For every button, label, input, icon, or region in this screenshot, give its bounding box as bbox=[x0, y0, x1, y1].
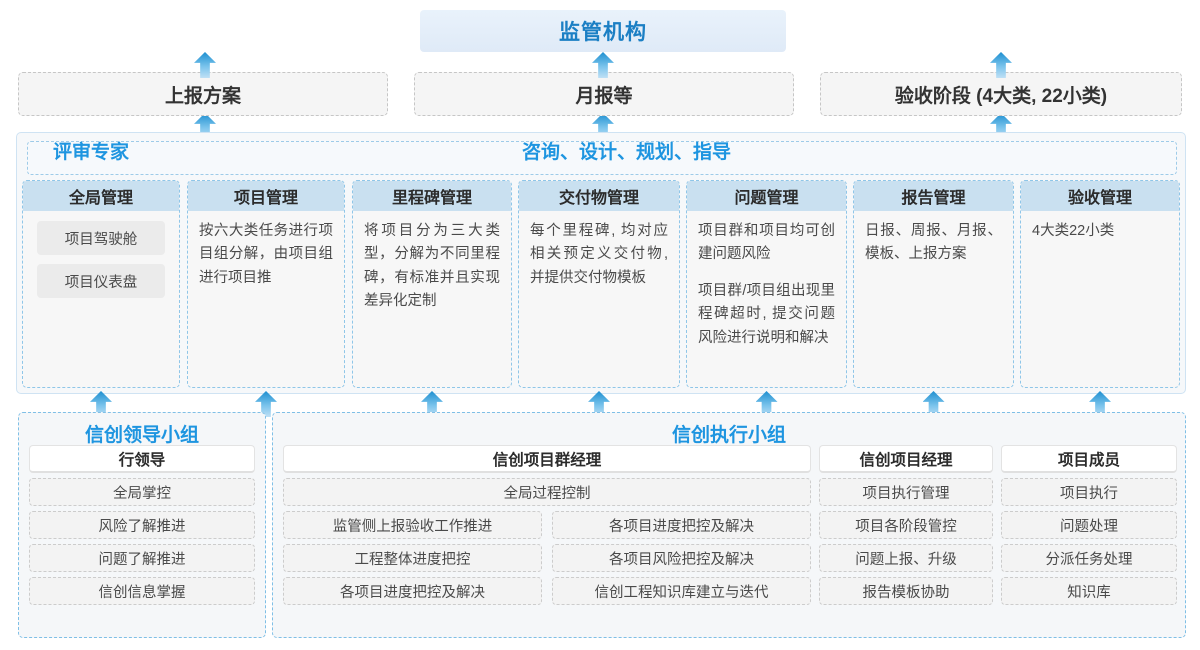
function-column-body: 每个里程碑, 均对应相关预定义交付物, 并提供交付物模板 bbox=[519, 211, 679, 290]
exec-group-panel: 信创执行小组 信创项目群经理 全局过程控制 监管侧上报验收工作推进各项目进度把控… bbox=[272, 412, 1186, 638]
function-paragraph: 将项目分为三大类型，分解为不同里程碑，有标准并且实现差异化定制 bbox=[364, 223, 500, 310]
role-head-bank-leader[interactable]: 行领导 bbox=[29, 445, 255, 473]
function-column-5[interactable]: 问题管理项目群和项目均可创建问题风险项目群/项目组出现里程碑超时, 提交问题风险… bbox=[686, 180, 847, 388]
project-member-items: 项目执行问题处理分派任务处理知识库 bbox=[1001, 478, 1177, 605]
function-paragraph: 每个里程碑, 均对应相关预定义交付物, 并提供交付物模板 bbox=[530, 223, 668, 286]
function-paragraph: 项目群和项目均可创建问题风险 bbox=[698, 223, 835, 263]
leader-group-item[interactable]: 风险了解推进 bbox=[29, 511, 255, 539]
function-column-body: 项目群和项目均可创建问题风险项目群/项目组出现里程碑超时, 提交问题风险进行说明… bbox=[687, 211, 846, 350]
leader-group-panel: 信创领导小组 行领导 全局掌控风险了解推进问题了解推进信创信息掌握 bbox=[18, 412, 266, 638]
function-column-title: 全局管理 bbox=[23, 181, 179, 211]
project-member-item[interactable]: 分派任务处理 bbox=[1001, 544, 1177, 572]
function-pill-list: 项目驾驶舱项目仪表盘 bbox=[23, 211, 179, 298]
program-manager-item[interactable]: 各项目进度把控及解决 bbox=[283, 577, 542, 605]
project-manager-item[interactable]: 问题上报、升级 bbox=[819, 544, 993, 572]
program-manager-column: 信创项目群经理 全局过程控制 监管侧上报验收工作推进各项目进度把控及解决工程整体… bbox=[283, 445, 811, 605]
project-member-item[interactable]: 问题处理 bbox=[1001, 511, 1177, 539]
project-member-item[interactable]: 项目执行 bbox=[1001, 478, 1177, 506]
regulator-box: 监管机构 bbox=[420, 10, 786, 52]
function-column-title: 验收管理 bbox=[1021, 181, 1179, 211]
program-manager-row: 各项目进度把控及解决信创工程知识库建立与迭代 bbox=[283, 577, 811, 605]
role-head-project-member[interactable]: 项目成员 bbox=[1001, 445, 1177, 473]
function-column-body: 将项目分为三大类型，分解为不同里程碑，有标准并且实现差异化定制 bbox=[353, 211, 511, 314]
deliverable-acceptance-stage: 验收阶段 (4大类, 22小类) bbox=[820, 72, 1182, 116]
project-member-item[interactable]: 知识库 bbox=[1001, 577, 1177, 605]
function-column-body: 日报、周报、月报、模板、上报方案 bbox=[854, 211, 1013, 267]
function-paragraph: 按六大类任务进行项目组分解，由项目组进行项目推 bbox=[199, 223, 333, 286]
leader-group-title: 信创领导小组 bbox=[84, 425, 199, 446]
program-manager-item[interactable]: 各项目进度把控及解决 bbox=[552, 511, 811, 539]
leader-group-item[interactable]: 全局掌控 bbox=[29, 478, 255, 506]
program-manager-item[interactable]: 工程整体进度把控 bbox=[283, 544, 542, 572]
function-column-title: 里程碑管理 bbox=[353, 181, 511, 211]
review-experts-label: 评审专家 bbox=[53, 141, 130, 163]
function-column-1[interactable]: 全局管理项目驾驶舱项目仪表盘 bbox=[22, 180, 180, 388]
function-pill[interactable]: 项目仪表盘 bbox=[37, 264, 165, 298]
program-manager-row: 工程整体进度把控各项目风险把控及解决 bbox=[283, 544, 811, 572]
function-column-6[interactable]: 报告管理日报、周报、月报、模板、上报方案 bbox=[853, 180, 1014, 388]
deliverable-report-plan: 上报方案 bbox=[18, 72, 388, 116]
function-paragraph: 日报、周报、月报、模板、上报方案 bbox=[865, 223, 1002, 263]
program-manager-item[interactable]: 监管侧上报验收工作推进 bbox=[283, 511, 542, 539]
deliverable-monthly-report: 月报等 bbox=[414, 72, 794, 116]
role-head-program-manager[interactable]: 信创项目群经理 bbox=[283, 445, 811, 473]
function-paragraph: 4大类22小类 bbox=[1032, 223, 1115, 239]
project-manager-item[interactable]: 项目各阶段管控 bbox=[819, 511, 993, 539]
project-manager-item[interactable]: 报告模板协助 bbox=[819, 577, 993, 605]
role-head-project-manager[interactable]: 信创项目经理 bbox=[819, 445, 993, 473]
program-manager-item[interactable]: 各项目风险把控及解决 bbox=[552, 544, 811, 572]
function-column-7[interactable]: 验收管理 4大类22小类 bbox=[1020, 180, 1180, 388]
program-manager-rows: 监管侧上报验收工作推进各项目进度把控及解决工程整体进度把控各项目风险把控及解决各… bbox=[283, 511, 811, 605]
project-member-column: 项目成员 项目执行问题处理分派任务处理知识库 bbox=[1001, 445, 1177, 605]
project-manager-column: 信创项目经理 项目执行管理项目各阶段管控问题上报、升级报告模板协助 bbox=[819, 445, 993, 605]
leader-group-items: 全局掌控风险了解推进问题了解推进信创信息掌握 bbox=[29, 478, 255, 605]
program-manager-global-process[interactable]: 全局过程控制 bbox=[283, 478, 811, 506]
consulting-header-band bbox=[27, 141, 1177, 175]
function-paragraph: 项目群/项目组出现里程碑超时, 提交问题风险进行说明和解决 bbox=[698, 282, 835, 346]
exec-group-title: 信创执行小组 bbox=[671, 425, 786, 446]
function-pill[interactable]: 项目驾驶舱 bbox=[37, 221, 165, 255]
function-column-3[interactable]: 里程碑管理将项目分为三大类型，分解为不同里程碑，有标准并且实现差异化定制 bbox=[352, 180, 512, 388]
deliverables-row: 上报方案 月报等 验收阶段 (4大类, 22小类) bbox=[0, 72, 1200, 116]
function-column-title: 项目管理 bbox=[188, 181, 344, 211]
leader-group-item[interactable]: 信创信息掌握 bbox=[29, 577, 255, 605]
function-column-4[interactable]: 交付物管理每个里程碑, 均对应相关预定义交付物, 并提供交付物模板 bbox=[518, 180, 680, 388]
project-manager-items: 项目执行管理项目各阶段管控问题上报、升级报告模板协助 bbox=[819, 478, 993, 605]
function-column-2[interactable]: 项目管理按六大类任务进行项目组分解，由项目组进行项目推 bbox=[187, 180, 345, 388]
function-column-body: 4大类22小类 bbox=[1021, 211, 1179, 243]
function-column-title: 报告管理 bbox=[854, 181, 1013, 211]
project-manager-item[interactable]: 项目执行管理 bbox=[819, 478, 993, 506]
program-manager-row: 监管侧上报验收工作推进各项目进度把控及解决 bbox=[283, 511, 811, 539]
program-manager-item[interactable]: 信创工程知识库建立与迭代 bbox=[552, 577, 811, 605]
leader-group-item[interactable]: 问题了解推进 bbox=[29, 544, 255, 572]
function-column-body: 按六大类任务进行项目组分解，由项目组进行项目推 bbox=[188, 211, 344, 290]
consulting-design-label: 咨询、设计、规划、指导 bbox=[522, 141, 732, 163]
function-column-title: 问题管理 bbox=[687, 181, 846, 211]
function-column-title: 交付物管理 bbox=[519, 181, 679, 211]
